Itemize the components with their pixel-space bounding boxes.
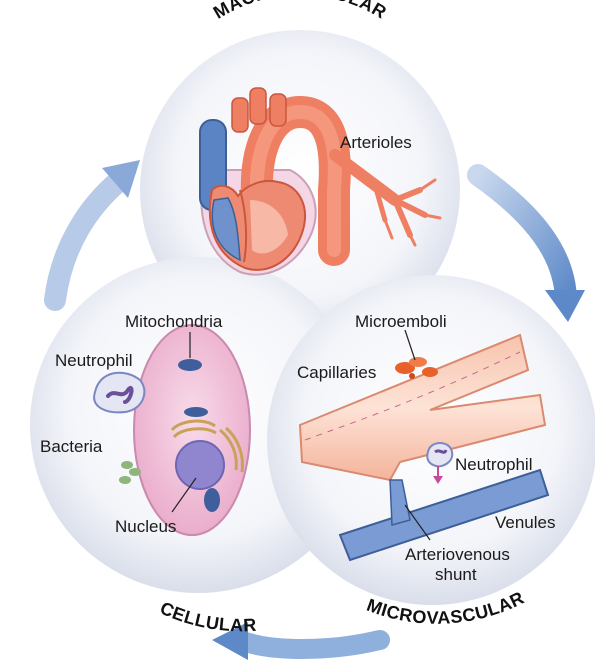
neutrophil-cell	[94, 373, 144, 413]
bacteria-label: Bacteria	[40, 437, 103, 456]
nucleus	[176, 441, 224, 489]
macrovascular-title: MACROVASCULAR	[210, 0, 390, 23]
mitochondrion	[204, 488, 220, 512]
arterioles-label: Arterioles	[340, 133, 412, 152]
capillaries-label: Capillaries	[297, 363, 376, 382]
mitochondrion	[178, 359, 202, 371]
mitochondrion	[184, 407, 208, 417]
neutrophil-vessel-label: Neutrophil	[455, 455, 533, 474]
cellular-title: CELLULAR	[157, 598, 257, 636]
cell-illustration	[134, 325, 250, 535]
neutrophil-cell-label: Neutrophil	[55, 351, 133, 370]
shunt-label: shunt	[435, 565, 477, 584]
microemboli-label: Microemboli	[355, 312, 447, 331]
arteriovenous-label: Arteriovenous	[405, 545, 510, 564]
mitochondria-label: Mitochondria	[125, 312, 223, 331]
nucleus-label: Nucleus	[115, 517, 176, 536]
venules-label: Venules	[495, 513, 556, 532]
